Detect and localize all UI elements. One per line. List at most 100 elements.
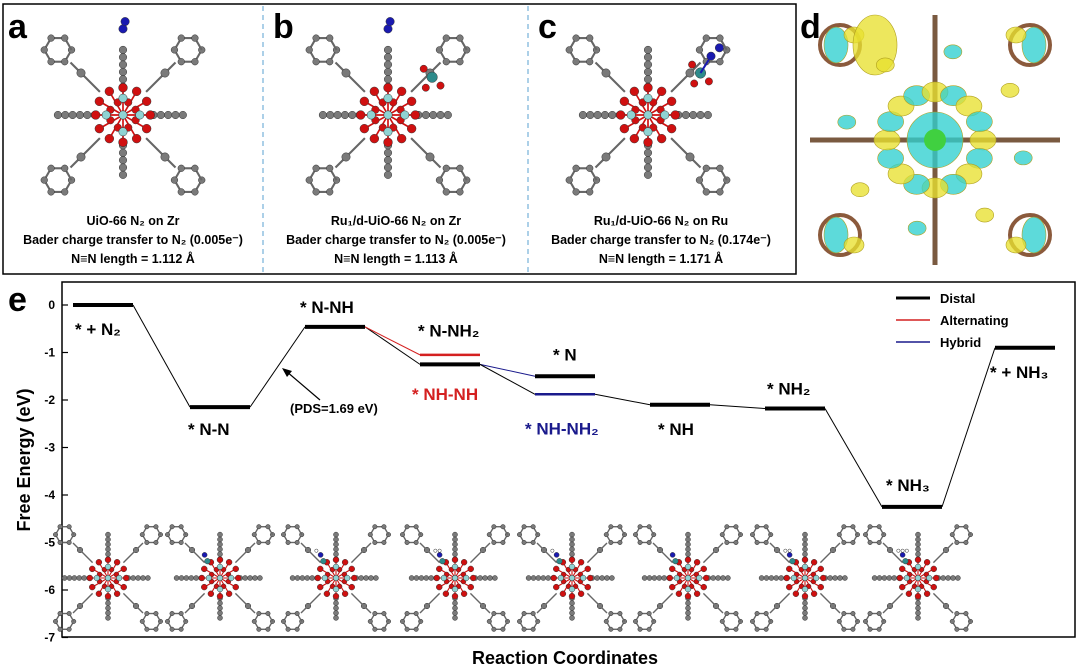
oxygen-atom bbox=[553, 583, 560, 591]
carbon-atom bbox=[265, 611, 271, 617]
oxygen-atom bbox=[94, 96, 105, 107]
zr-atom bbox=[440, 574, 447, 582]
zr-atom bbox=[104, 586, 112, 593]
carbon-atom bbox=[572, 58, 580, 66]
pathway-connector-distal bbox=[132, 304, 191, 408]
oxygen-atom bbox=[703, 574, 710, 582]
ru-atom bbox=[320, 558, 327, 565]
carbon-atom bbox=[304, 602, 312, 610]
carbon-atom bbox=[140, 575, 146, 581]
benzene-ring bbox=[1008, 23, 1052, 67]
bond bbox=[410, 61, 442, 93]
carbon-atom bbox=[66, 611, 72, 617]
iso-surface-cyan bbox=[943, 44, 963, 60]
carbon-atom bbox=[76, 152, 86, 162]
carbon-atom bbox=[191, 188, 199, 196]
carbon-atom bbox=[500, 626, 506, 632]
zr-atom bbox=[104, 563, 112, 570]
carbon-atom bbox=[802, 546, 808, 553]
oxygen-atom bbox=[643, 137, 653, 147]
oxygen-atom bbox=[131, 133, 142, 144]
oxygen-atom bbox=[460, 559, 468, 566]
iso-surface-cyan bbox=[966, 111, 993, 132]
bond bbox=[300, 592, 322, 614]
carbon-atom bbox=[586, 110, 595, 120]
iso-surface-yellow bbox=[873, 129, 901, 151]
bond bbox=[652, 592, 674, 614]
carbon-atom bbox=[294, 524, 300, 530]
iso-surface-yellow bbox=[875, 57, 895, 73]
carbon-atom bbox=[617, 626, 623, 632]
carbon-atom bbox=[305, 46, 313, 54]
oxygen-atom bbox=[145, 110, 155, 120]
carbon-atom bbox=[312, 34, 320, 42]
oxygen-atom bbox=[930, 565, 937, 573]
oxygen-atom bbox=[104, 133, 115, 144]
oxygen-atom bbox=[198, 574, 205, 582]
nitrogen-atom bbox=[201, 552, 208, 558]
zr-atom bbox=[643, 93, 653, 103]
carbon-atom bbox=[443, 110, 452, 120]
oxygen-atom bbox=[104, 556, 112, 563]
oxygen-atom bbox=[690, 79, 699, 88]
zr-atom bbox=[696, 574, 703, 582]
carbon-atom bbox=[423, 546, 431, 554]
carbon-atom bbox=[456, 58, 464, 66]
oxygen-atom bbox=[396, 86, 407, 97]
level-label-L3a: * NH-NH bbox=[412, 385, 478, 404]
bond bbox=[594, 137, 626, 169]
iso-surface-cyan bbox=[823, 216, 849, 254]
zr-atom bbox=[400, 110, 410, 120]
pathway-connector-distal bbox=[709, 404, 766, 410]
carbon-atom bbox=[333, 546, 339, 553]
carbon-atom bbox=[604, 575, 610, 581]
carbon-atom bbox=[304, 546, 312, 554]
oxygen-atom bbox=[587, 574, 594, 582]
pds-arrow-line bbox=[285, 370, 321, 401]
carbon-atom bbox=[754, 611, 760, 617]
carbon-atom bbox=[842, 575, 848, 581]
carbon-atom bbox=[685, 68, 695, 78]
nitrogen-atom bbox=[436, 552, 443, 558]
carbon-atom bbox=[569, 541, 575, 548]
nitrogen-atom bbox=[706, 51, 716, 61]
carbon-atom bbox=[400, 618, 405, 624]
carbon-atom bbox=[435, 176, 444, 184]
oxygen-atom bbox=[656, 133, 667, 144]
carbon-atom bbox=[418, 575, 425, 581]
carbon-atom bbox=[733, 611, 739, 617]
carbon-atom bbox=[429, 110, 438, 120]
carbon-atom bbox=[341, 68, 351, 78]
carbon-atom bbox=[643, 148, 653, 157]
carbon-atom bbox=[333, 531, 339, 538]
carbon-atom bbox=[841, 539, 847, 545]
carbon-atom bbox=[177, 58, 185, 66]
carbon-atom bbox=[309, 575, 315, 581]
carbon-atom bbox=[144, 626, 150, 632]
oxygen-atom bbox=[232, 583, 239, 591]
oxygen-atom bbox=[584, 583, 591, 591]
bond bbox=[234, 592, 256, 614]
carbon-atom bbox=[170, 46, 179, 54]
nitrogen-atom bbox=[553, 552, 560, 558]
zr-atom bbox=[660, 110, 670, 120]
nitrogen-atom bbox=[317, 552, 324, 558]
nitrogen-atom bbox=[118, 24, 128, 34]
carbon-atom bbox=[685, 546, 691, 553]
y-tick-label: -3 bbox=[44, 441, 55, 455]
zr-atom bbox=[643, 127, 653, 137]
carbon-atom bbox=[733, 524, 739, 530]
oxygen-atom bbox=[359, 123, 370, 134]
carbon-atom bbox=[491, 539, 497, 545]
carbon-atom bbox=[876, 626, 882, 632]
carbon-atom bbox=[600, 110, 609, 120]
carbon-atom bbox=[768, 575, 775, 581]
carbon-atom bbox=[289, 575, 296, 581]
level-label-L6: * NH₂ bbox=[767, 380, 810, 399]
carbon-atom bbox=[646, 611, 652, 617]
panel-a-letter: a bbox=[8, 8, 28, 46]
oxygen-atom bbox=[442, 590, 450, 597]
oxygen-atom bbox=[899, 583, 906, 591]
intermediate-structure-6 bbox=[750, 524, 860, 632]
oxygen-atom bbox=[786, 565, 793, 573]
